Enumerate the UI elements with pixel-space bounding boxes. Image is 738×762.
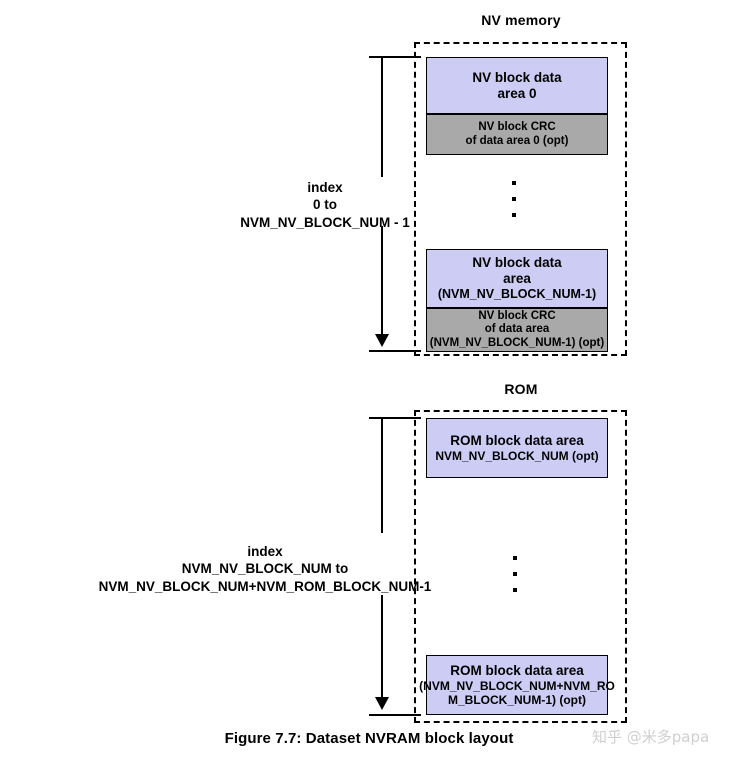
- rom-ellipsis-dot-3: [513, 588, 517, 592]
- nv-index-label: index 0 to NVM_NV_BLOCK_NUM - 1: [60, 179, 590, 231]
- nv-index-line-3: NVM_NV_BLOCK_NUM - 1: [240, 214, 410, 230]
- rom-range-shaft-lower: [381, 595, 383, 699]
- nv-block-data-area-0-line-1: NV block data: [472, 69, 562, 85]
- nv-block-crc-area-0: NV block CRC of data area 0 (opt): [426, 114, 608, 155]
- rom-block-data-area-0-line-2: NVM_NV_BLOCK_NUM (opt): [435, 448, 599, 463]
- rom-range-shaft-upper: [381, 418, 383, 533]
- nv-range-top-tick: [369, 56, 421, 58]
- nv-range-shaft-upper: [381, 57, 383, 177]
- nv-range-shaft-lower: [381, 226, 383, 336]
- nv-blocks-ellipsis: [512, 181, 518, 229]
- nv-range-bottom-tick: [369, 350, 421, 352]
- nv-block-crc-area-last-line-3: (NVM_NV_BLOCK_NUM-1) (opt): [429, 336, 605, 349]
- rom-ellipsis-dot-2: [513, 572, 517, 576]
- rom-block-data-area-last-line-3: M_BLOCK_NUM-1) (opt): [448, 692, 586, 707]
- nv-index-line-2: 0 to: [312, 197, 337, 213]
- rom-blocks-ellipsis: [513, 556, 519, 604]
- nv-block-crc-area-0-line-1: NV block CRC: [478, 120, 556, 133]
- rom-title: ROM: [504, 381, 538, 397]
- nv-block-data-area-last-line-3: (NVM_NV_BLOCK_NUM-1): [437, 287, 597, 302]
- nv-memory-title: NV memory: [481, 12, 561, 28]
- nv-ellipsis-dot-3: [512, 213, 516, 217]
- rom-ellipsis-dot-1: [513, 556, 517, 560]
- nv-block-crc-area-last-line-2: of data area: [484, 323, 550, 336]
- rom-range-arrowhead: [375, 697, 389, 710]
- rom-block-data-area-last-line-1: ROM block data area: [450, 662, 584, 678]
- rom-index-line-2: NVM_NV_BLOCK_NUM to: [181, 561, 349, 577]
- nv-block-crc-area-last-line-1: NV block CRC: [478, 309, 556, 322]
- nv-range-arrowhead: [375, 334, 389, 347]
- rom-index-label: index NVM_NV_BLOCK_NUM to NVM_NV_BLOCK_N…: [0, 543, 530, 595]
- nv-block-data-area-last-line-2: area: [503, 271, 531, 287]
- rom-block-data-area-last: ROM block data area (NVM_NV_BLOCK_NUM+NV…: [419, 655, 615, 715]
- nv-memory-container: [414, 42, 627, 356]
- rom-range-top-tick: [369, 417, 421, 419]
- nv-block-crc-area-0-line-2: of data area 0 (opt): [465, 134, 569, 147]
- rom-block-data-area-0-line-1: ROM block data area: [450, 432, 584, 448]
- nv-block-data-area-0: NV block data area 0: [426, 57, 608, 114]
- nv-ellipsis-dot-1: [512, 181, 516, 185]
- watermark: 知乎 @米多papa: [592, 728, 710, 746]
- nv-block-data-area-last: NV block data area (NVM_NV_BLOCK_NUM-1): [426, 249, 608, 308]
- rom-index-line-3: NVM_NV_BLOCK_NUM+NVM_ROM_BLOCK_NUM-1: [98, 578, 432, 594]
- nv-ellipsis-dot-2: [512, 197, 516, 201]
- rom-container: [414, 410, 627, 723]
- rom-index-line-1: index: [247, 544, 283, 559]
- rom-block-data-area-last-line-2: (NVM_NV_BLOCK_NUM+NVM_RO: [419, 678, 615, 693]
- rom-block-data-area-0: ROM block data area NVM_NV_BLOCK_NUM (op…: [426, 418, 608, 478]
- rom-range-bottom-tick: [369, 714, 421, 716]
- nv-block-data-area-0-line-2: area 0: [497, 85, 537, 101]
- nv-block-data-area-last-line-1: NV block data: [472, 255, 562, 271]
- nv-index-line-1: index: [307, 180, 343, 195]
- nv-block-crc-area-last: NV block CRC of data area (NVM_NV_BLOCK_…: [426, 308, 608, 352]
- figure-caption: Figure 7.7: Dataset NVRAM block layout: [224, 730, 514, 747]
